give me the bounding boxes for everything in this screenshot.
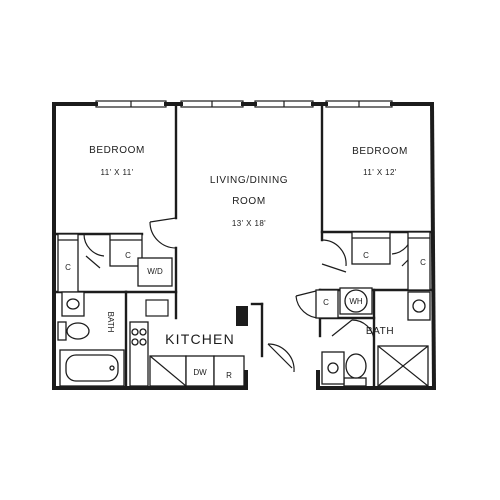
exterior-walls — [52, 101, 437, 391]
bath-left-label: BATH — [106, 312, 115, 333]
bedroom-left-label: BEDROOM — [89, 145, 145, 156]
kitchen-label: KITCHEN — [165, 331, 235, 347]
closet-label-1: C — [65, 263, 71, 272]
refrigerator-label: R — [226, 371, 232, 380]
closet-label-5: C — [323, 298, 329, 307]
dishwasher-label: DW — [193, 368, 207, 377]
kitchen-fixtures — [129, 257, 248, 387]
labels: BEDROOM 11' X 11' LIVING/DINING ROOM 13'… — [65, 145, 426, 380]
washer-dryer-label: W/D — [147, 267, 163, 276]
left-bath — [57, 291, 125, 387]
closet-label-4: C — [420, 258, 426, 267]
bedroom-left-dims: 11' X 11' — [100, 168, 133, 177]
water-heater-label: WH — [349, 297, 363, 306]
closet-label-3: C — [363, 251, 369, 260]
closet-label-2: C — [125, 251, 131, 260]
closets — [57, 231, 431, 319]
bedroom-right-label: BEDROOM — [352, 146, 408, 157]
right-bath — [321, 287, 431, 387]
living-label-line1: LIVING/DINING — [210, 175, 288, 186]
bath-right-label: BATH — [366, 326, 394, 337]
bedroom-right-dims: 11' X 12' — [363, 168, 397, 177]
living-label-line2: ROOM — [232, 196, 266, 207]
living-dims: 13' X 18' — [232, 219, 266, 228]
